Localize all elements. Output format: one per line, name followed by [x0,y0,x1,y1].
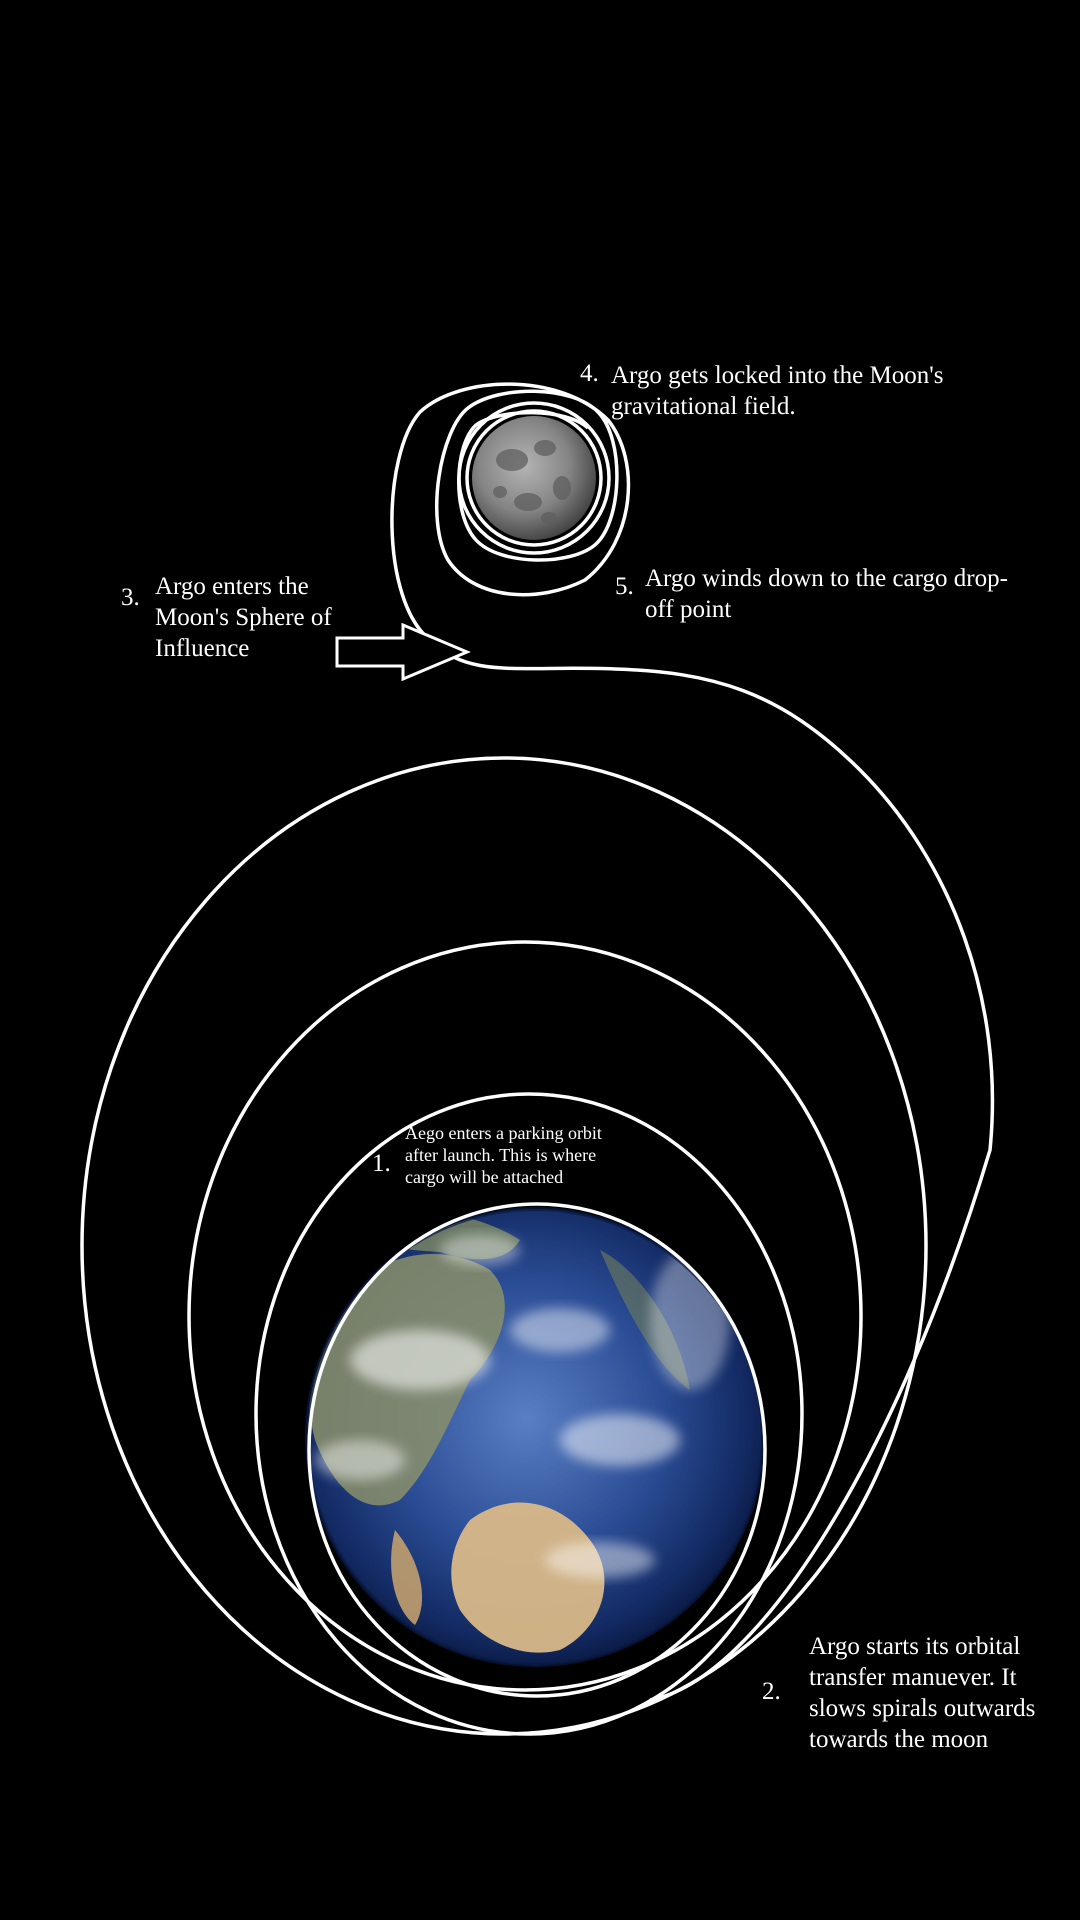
orbit-paths [80,382,995,1736]
transfer-to-moon-path [390,382,995,1702]
step-2-number: 2. [762,1678,781,1705]
step-4-number: 4. [580,360,599,387]
arrow-icon [335,622,471,682]
moon-orbit-rings [457,401,611,555]
transfer-orbit-3 [80,756,928,1736]
moon-icon [472,416,596,540]
step-4-line: Argo gets locked into the Moon's [611,362,944,389]
step-3-line: Influence [155,635,250,662]
step-2-line: slows spirals outwards [809,1695,1036,1722]
step-2-line: transfer manuever. It [809,1664,1017,1691]
step-1-text: Aego enters a parking orbit after launch… [405,1122,602,1188]
step-1-line: Aego enters a parking orbit [405,1123,602,1143]
step-4-line: gravitational field. [611,393,796,420]
step-3-line: Moon's Sphere of [155,604,332,631]
step-2-text: Argo starts its orbital transfer manueve… [809,1631,1035,1755]
step-2-line: Argo starts its orbital [809,1633,1021,1660]
step-5-line: off point [645,596,732,623]
step-1-line: cargo will be attached [405,1167,564,1187]
step-2-line: towards the moon [809,1726,989,1753]
step-5-number: 5. [615,573,634,600]
step-1-line: after launch. This is where [405,1145,597,1165]
step-3-number: 3. [121,584,140,611]
earth-icon [305,1207,765,1667]
transfer-orbit-2 [187,940,863,1692]
step-5-text: Argo winds down to the cargo drop- off p… [645,563,1008,625]
step-1-number: 1. [372,1150,391,1177]
step-4-text: Argo gets locked into the Moon's gravita… [611,360,943,422]
step-5-line: Argo winds down to the cargo drop- [645,565,1008,592]
parking-orbit [307,1202,767,1698]
step-3-text: Argo enters the Moon's Sphere of Influen… [155,571,332,664]
step-3-line: Argo enters the [155,573,309,600]
